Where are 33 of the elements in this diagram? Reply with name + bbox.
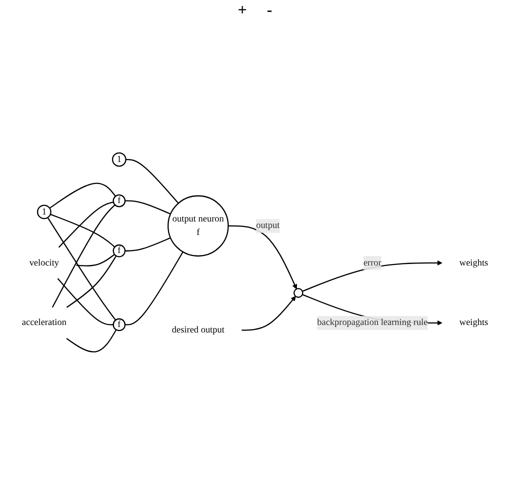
connector [66, 329, 117, 352]
arrow [302, 260, 442, 292]
node-text: velocity [29, 258, 60, 268]
connector [76, 254, 115, 266]
sign-label: + [238, 2, 247, 20]
arrow [242, 296, 296, 330]
edge-label: output [256, 220, 280, 230]
node-text: desired output [172, 324, 224, 335]
node-circle: 1 [36, 204, 52, 219]
node-circle: f [112, 318, 126, 331]
node-text: weights [459, 258, 488, 268]
connector [125, 200, 171, 214]
sign-label: - [266, 2, 272, 20]
node-circle: 1 [112, 152, 126, 166]
edge-label: backpropagation learning rule [317, 317, 428, 328]
connector [58, 201, 114, 248]
connector [66, 255, 117, 308]
node-text: acceleration [22, 317, 66, 328]
node-circle: f [112, 244, 126, 258]
connector [125, 251, 184, 326]
edge-label: error [363, 258, 382, 268]
connector [47, 217, 116, 320]
connector [49, 182, 116, 208]
node-circle: output neuron f [168, 195, 229, 256]
connector [57, 278, 114, 326]
connector [52, 204, 116, 308]
node-text: weights [459, 317, 488, 328]
connector [50, 214, 116, 248]
arrow [228, 225, 297, 289]
node-circle [293, 288, 304, 298]
connector [125, 237, 171, 252]
connector [126, 158, 179, 204]
node-circle: f [112, 194, 126, 208]
